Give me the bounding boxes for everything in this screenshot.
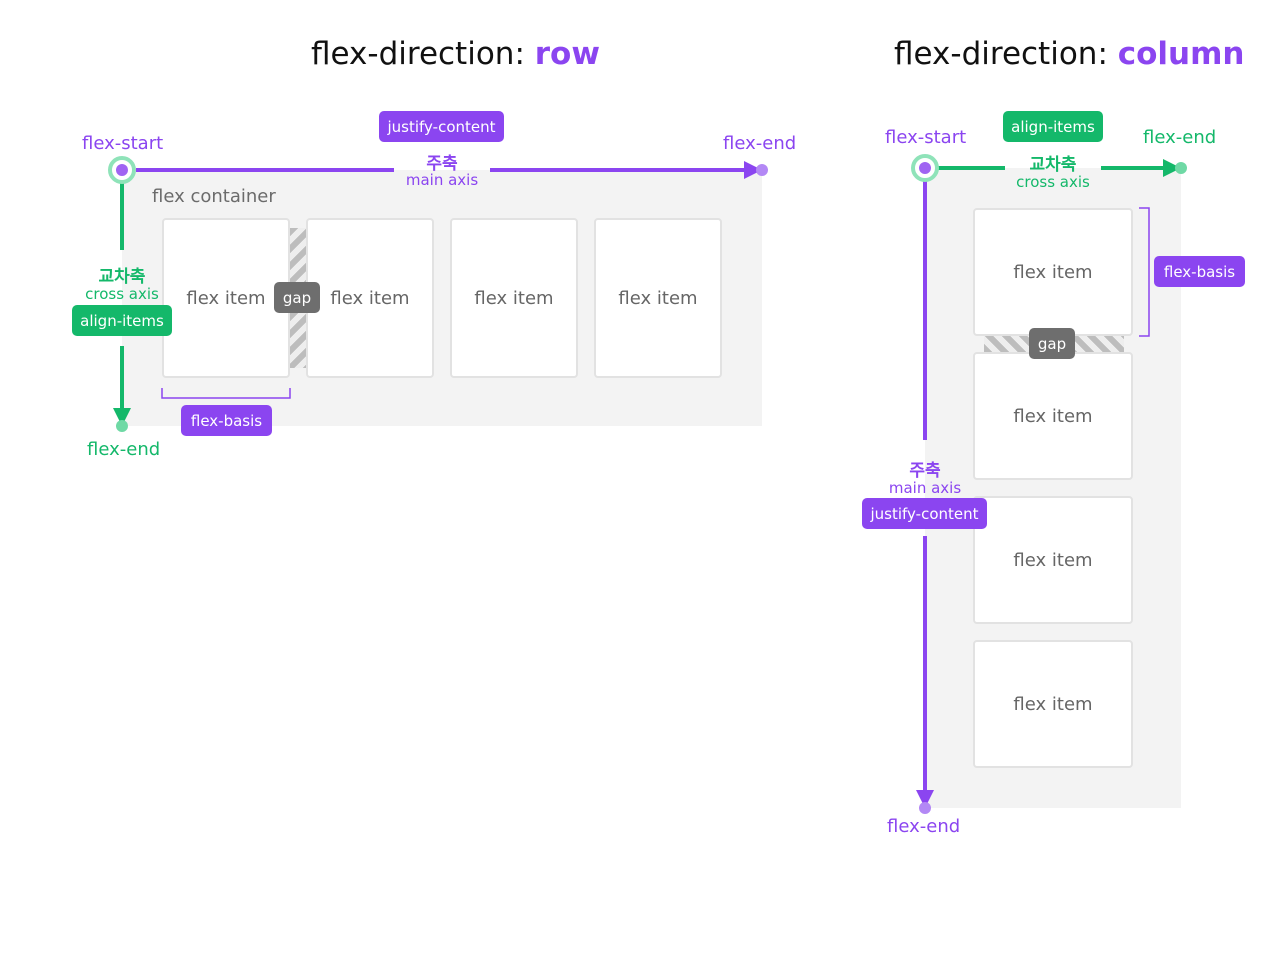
column-start-marker-dot xyxy=(919,162,931,174)
column-cross-end-dot xyxy=(1175,162,1187,174)
column-main-flex-end-label: flex-end xyxy=(887,816,961,837)
row-flex-item-1: flex item xyxy=(162,218,290,378)
row-justify-content-badge: justify-content xyxy=(379,111,504,142)
column-cross-axis-arrow xyxy=(1163,159,1181,177)
column-title-value: column xyxy=(1117,36,1245,72)
row-cross-axis-english: cross axis xyxy=(85,285,159,303)
row-flex-item-2: flex item xyxy=(306,218,434,378)
row-main-axis-korean: 주축 xyxy=(426,154,458,174)
row-align-items-badge: align-items xyxy=(72,305,172,336)
row-title-value: row xyxy=(534,36,600,72)
column-align-items-badge: align-items xyxy=(1003,111,1103,142)
row-flex-item-4: flex item xyxy=(594,218,722,378)
column-cross-flex-end-label: flex-end xyxy=(1143,127,1217,148)
row-container-label: flex container xyxy=(152,186,276,207)
row-cross-axis-arrow xyxy=(113,408,131,426)
column-title: flex-direction: column xyxy=(894,36,1245,72)
row-flex-item-3: flex item xyxy=(450,218,578,378)
column-flex-item-4: flex item xyxy=(973,640,1133,768)
row-cross-flex-end-label: flex-end xyxy=(87,439,161,460)
column-basis-bracket xyxy=(1139,207,1150,337)
column-cross-axis-english: cross axis xyxy=(1016,173,1090,191)
row-cross-axis-korean: 교차축 xyxy=(98,267,146,287)
row-main-flex-end-label: flex-end xyxy=(723,133,797,154)
column-flex-basis-badge: flex-basis xyxy=(1154,256,1245,287)
column-title-prefix: flex-direction: xyxy=(894,36,1118,72)
row-main-axis-arrow xyxy=(744,161,762,179)
row-title-prefix: flex-direction: xyxy=(311,36,535,72)
row-flex-basis-badge: flex-basis xyxy=(181,405,272,436)
row-start-marker-dot xyxy=(116,164,128,176)
column-main-axis-english: main axis xyxy=(888,479,962,497)
row-main-end-dot xyxy=(756,164,768,176)
row-basis-bracket xyxy=(161,388,291,399)
column-main-end-dot xyxy=(919,802,931,814)
column-justify-content-badge: justify-content xyxy=(862,498,987,529)
row-cross-end-dot xyxy=(116,420,128,432)
column-flex-item-3: flex item xyxy=(973,496,1133,624)
row-title: flex-direction: row xyxy=(311,36,600,72)
column-gap-badge: gap xyxy=(1029,328,1075,359)
row-flex-start-label: flex-start xyxy=(82,133,164,154)
column-flex-item-2: flex item xyxy=(973,352,1133,480)
column-main-axis-arrow xyxy=(916,790,934,808)
column-cross-axis-korean: 교차축 xyxy=(1029,155,1077,175)
column-main-axis-korean: 주축 xyxy=(909,461,941,481)
column-flex-item-1: flex item xyxy=(973,208,1133,336)
column-flex-start-label: flex-start xyxy=(885,127,967,148)
row-gap-badge: gap xyxy=(274,282,320,313)
row-main-axis-english: main axis xyxy=(405,171,479,189)
